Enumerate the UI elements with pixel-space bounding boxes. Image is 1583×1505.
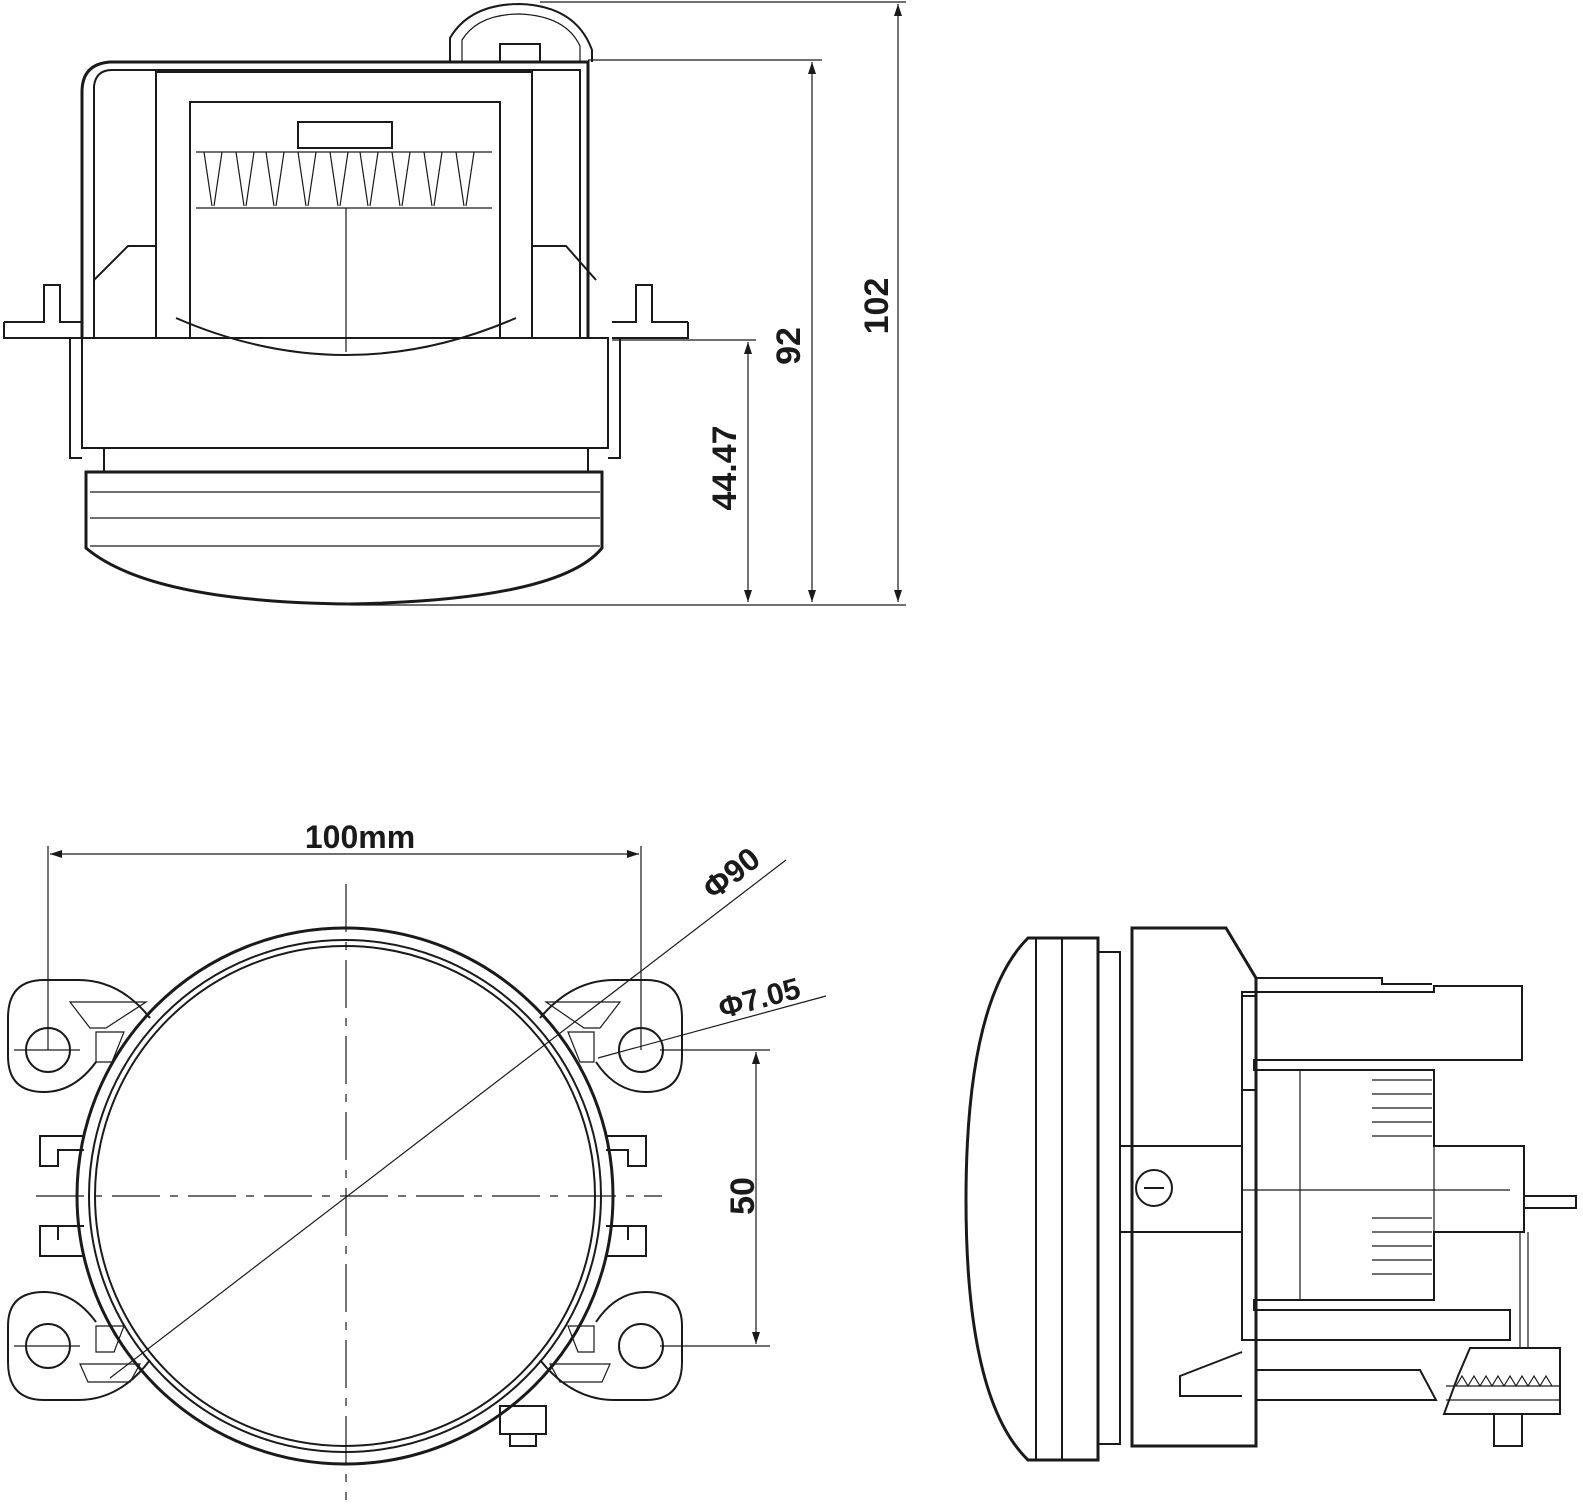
dim-total-height-label: 102 [858,278,896,335]
dim-lens-height: 44.47 [612,339,756,602]
front-view [7,859,827,1500]
dim-lens-height-label: 44.47 [706,425,744,510]
dim-hole-diameter-label: Φ7.05 [715,972,804,1025]
dim-body-height: 92 [588,59,822,602]
side-elevation-view [3,2,689,606]
dim-lens-diameter-label: Φ90 [696,840,767,906]
dim-hole-spacing: 50 [660,1049,770,1347]
dim-hole-spacing-label: 50 [724,1177,762,1215]
dim-total-height: 102 [350,1,906,606]
dim-mounting-width-label: 100mm [305,819,415,855]
side-profile-view [964,926,1577,1462]
dim-mounting-width: 100mm [47,819,642,1050]
dim-body-height-label: 92 [770,327,808,365]
